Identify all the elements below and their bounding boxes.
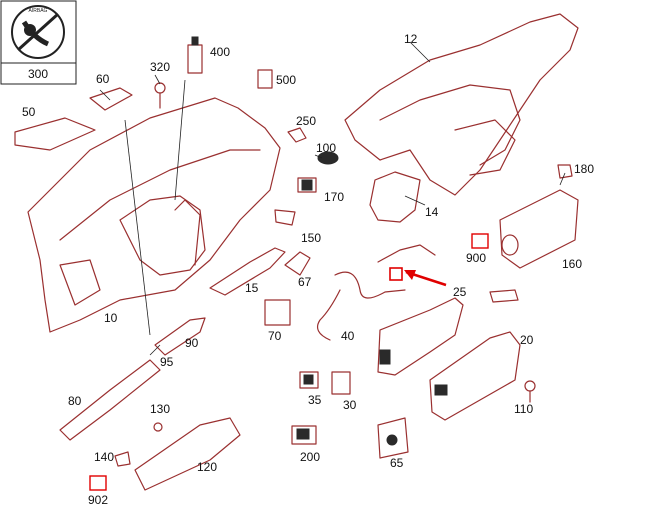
part-label-140: 140 [94,450,114,464]
part-label-80: 80 [68,394,82,408]
part-label-320: 320 [150,60,170,74]
part-label-14: 14 [425,205,439,219]
ring-100 [317,151,339,165]
part-label-170: 170 [324,190,344,204]
part-label-35: 35 [308,393,322,407]
glovebox-20 [429,331,521,421]
bracket-140 [114,451,131,467]
upper-dashboard-12 [344,13,579,196]
switch-200 [291,425,317,445]
switch-400 [187,36,203,74]
mounting-bracket [377,244,436,263]
connector-900 [471,233,489,249]
part-label-67: 67 [298,275,312,289]
screw-110 [524,380,536,403]
switch-35 [299,371,319,389]
nut-180 [557,164,573,179]
switch-170 [297,177,317,193]
part-label-120: 120 [197,460,217,474]
support-bracket-14 [369,171,421,223]
clip-250 [287,127,307,143]
part-label-95: 95 [160,355,174,369]
part-label-15: 15 [245,281,259,295]
part-label-200: 200 [300,450,320,464]
panel-65 [377,417,409,459]
trim-piece-90 [154,317,206,356]
part-label-110: 110 [514,402,533,416]
part-label-25: 25 [453,285,467,299]
part-label-400: 400 [210,45,230,59]
part-label-30: 30 [343,398,357,412]
part-label-900: 900 [466,251,486,265]
part-label-10: 10 [104,311,118,325]
screw-320 [154,82,166,109]
part-label-40: 40 [341,329,355,343]
part-label-60: 60 [96,72,110,86]
clip-67 [284,251,311,276]
part-label-50: 50 [22,105,36,119]
airbag-warning-inset: AIRBAG 300 [0,0,77,85]
part-label-160: 160 [562,257,582,271]
glovebox-frame-25 [377,297,464,376]
part-label-65: 65 [390,456,404,470]
no-rear-facing-child-seat-icon [11,5,65,59]
knee-airbag-120 [134,417,241,491]
sleeve-70 [264,299,291,326]
passenger-airbag-160 [499,189,579,269]
part-label-902: 902 [88,493,108,507]
part-label-500: 500 [276,73,296,87]
part-label-100: 100 [316,141,336,155]
clip-130 [153,422,163,432]
part-label-250: 250 [296,114,316,128]
trim-strip-15 [209,247,286,296]
dashboard-carrier-10 [27,97,281,333]
retainer-bracket [489,289,519,303]
part-label-70: 70 [268,329,282,343]
part-label-180: 180 [574,162,594,176]
cable-loop-40 [317,271,406,341]
highlight-arrow-icon [389,267,447,287]
part-label-90: 90 [185,336,199,350]
part-label-300: 300 [28,67,48,81]
part-label-20: 20 [520,333,534,347]
switch-30 [331,371,351,395]
switch-500 [257,69,273,89]
plug-150 [274,209,296,226]
control-unit-50 [14,117,96,151]
part-label-130: 130 [150,402,170,416]
leader-lines [99,41,566,356]
part-label-12: 12 [404,32,418,46]
cover-panel-60 [89,87,133,111]
inset-badge-text: AIRBAG [29,8,48,14]
connector-902 [89,475,107,491]
trim-panel-80 [59,359,161,441]
part-label-150: 150 [301,231,321,245]
